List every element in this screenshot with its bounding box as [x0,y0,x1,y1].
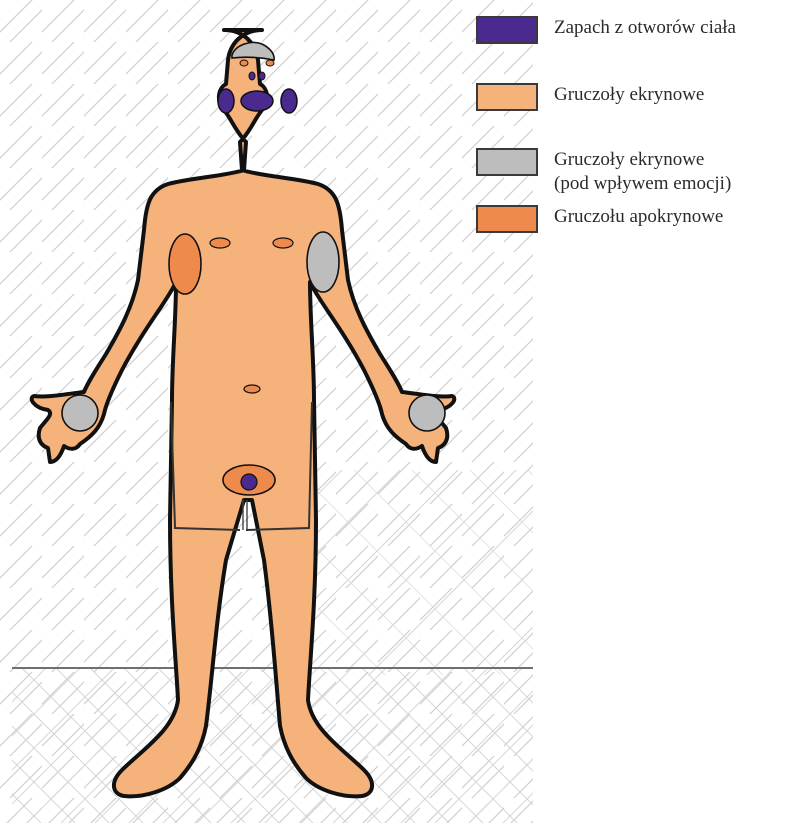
legend-label-eccrine: Gruczoły ekrynowe [554,83,704,107]
left-palm-emotion [62,395,98,431]
legend-item-apocrine: Gruczołu apokrynowe [476,205,723,233]
legend-swatch-odor [476,16,538,44]
right-armpit-emotion [307,232,339,292]
legend-swatch-eccrine [476,83,538,111]
right-eye-mark [266,60,274,66]
legend-swatch-apocrine [476,205,538,233]
legend-item-eccrine: Gruczoły ekrynowe [476,83,704,111]
right-ear-odor-area [281,89,297,113]
legend-label-apocrine: Gruczołu apokrynowe [554,205,723,229]
legend-item-eccrine-emotional: Gruczoły ekrynowe (pod wpływem emocji) [476,148,731,196]
legend-label-eccrine-emotional: Gruczoły ekrynowe (pod wpływem emocji) [554,148,731,196]
right-nipple-mark [273,238,293,248]
mouth-odor-area [241,91,273,111]
left-ear-odor-area [218,89,234,113]
nose-mark-left [249,72,255,80]
background-floor-grid [12,668,533,823]
groin-odor-area [241,474,257,490]
right-palm-emotion [409,395,445,431]
left-armpit-apocrine [169,234,201,294]
left-nipple-mark [210,238,230,248]
nose-mark-right [259,72,265,80]
legend-label-odor: Zapach z otworów ciała [554,16,736,40]
left-eye-mark [240,60,248,66]
legend-sublabel-eccrine-emotional: (pod wpływem emocji) [554,172,731,196]
legend-swatch-eccrine-emotional [476,148,538,176]
navel-mark [244,385,260,393]
background-grid-wall [318,470,533,675]
legend-item-body-openings-odor: Zapach z otworów ciała [476,16,736,44]
